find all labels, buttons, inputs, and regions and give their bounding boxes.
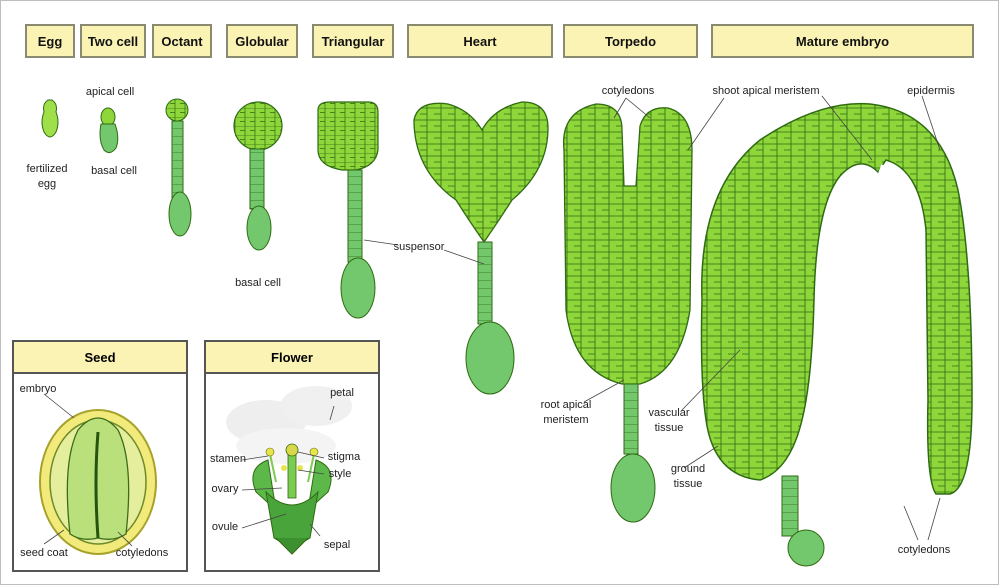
flower-label-ovary: ovary: [211, 483, 239, 495]
label-fertilized-egg: fertilized egg: [26, 163, 68, 190]
triangular-embryo: [317, 101, 379, 319]
stage-label-torpedo: Torpedo: [563, 24, 698, 58]
seed-label-seed-coat: seed coat: [20, 547, 68, 559]
two-cell-embryo: [99, 107, 119, 154]
flower-illustration: [226, 386, 352, 555]
flower-panel-title: Flower: [206, 342, 378, 374]
label-shoot-apical-meristem: shoot apical meristem: [712, 85, 820, 97]
label-epidermis: epidermis: [907, 85, 955, 97]
seed-illustration: [39, 393, 157, 555]
label-suspensor: suspensor: [393, 241, 445, 253]
label-basal-cell-globular: basal cell: [235, 277, 281, 289]
stage-label-mature-embryo: Mature embryo: [711, 24, 974, 58]
stage-label-globular: Globular: [226, 24, 298, 58]
stage-label-two-cell: Two cell: [80, 24, 146, 58]
label-cotyledons-mature: cotyledons: [897, 544, 951, 556]
flower-label-stigma: stigma: [327, 451, 361, 463]
seed-label-embryo: embryo: [19, 383, 57, 395]
label-basal-cell-two-cell: basal cell: [91, 165, 137, 177]
flower-label-sepal: sepal: [323, 539, 351, 551]
stage-label-octant: Octant: [152, 24, 212, 58]
seed-panel: Seed embryo seed coat cotyledons: [12, 340, 188, 572]
stage-label-egg: Egg: [25, 24, 75, 58]
seed-label-cotyledons: cotyledons: [115, 547, 169, 559]
mature-embryo: [700, 102, 973, 567]
label-ground-tissue: ground tissue: [670, 463, 706, 490]
flower-label-style: style: [328, 468, 352, 480]
label-cotyledons-torpedo: cotyledons: [601, 85, 655, 97]
heart-embryo: [413, 101, 549, 395]
globular-embryo: [233, 101, 283, 251]
stage-label-triangular: Triangular: [312, 24, 394, 58]
flower-label-stamen: stamen: [209, 453, 247, 465]
egg-cell: [41, 99, 59, 138]
octant-embryo: [165, 98, 192, 237]
leader-lines: [363, 95, 941, 541]
flower-label-petal: petal: [330, 387, 354, 399]
flower-panel: Flower petal stamen stigma style ovary o…: [204, 340, 380, 572]
label-vascular-tissue: vascular tissue: [648, 407, 690, 434]
flower-label-ovule: ovule: [211, 521, 239, 533]
seed-panel-title: Seed: [14, 342, 186, 374]
torpedo-embryo: [562, 103, 693, 523]
stage-label-heart: Heart: [407, 24, 553, 58]
label-root-apical-meristem: root apical meristem: [540, 399, 592, 426]
label-apical-cell: apical cell: [85, 86, 135, 98]
